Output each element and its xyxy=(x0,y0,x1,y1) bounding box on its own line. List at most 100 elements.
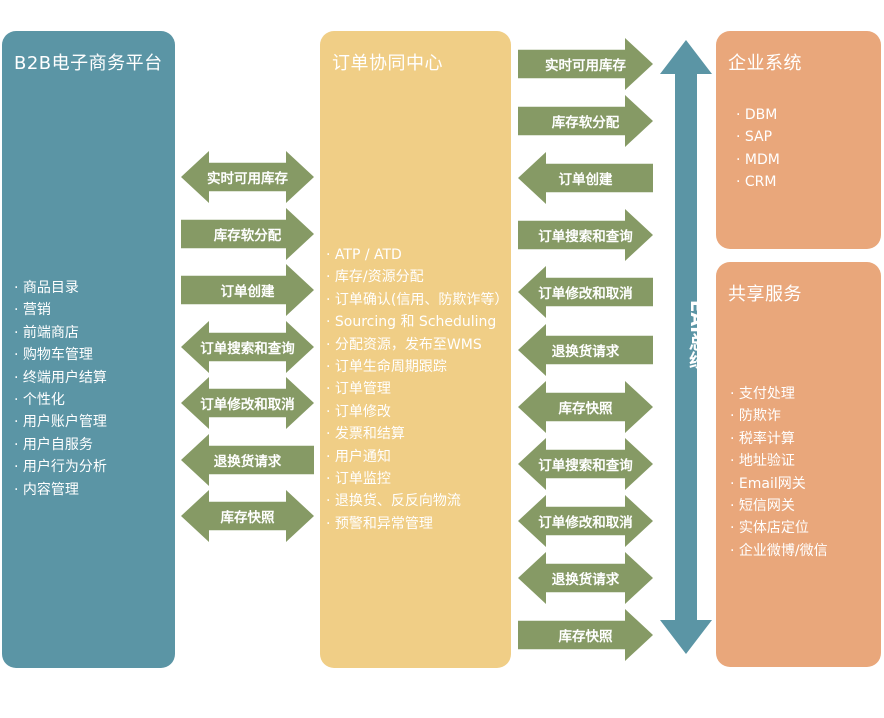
order-center-panel: 订单协同中心 ATP / ATD库存/资源分配订单确认(信用、防欺诈等）Sour… xyxy=(320,31,511,668)
order-function-item: 订单修改 xyxy=(326,401,508,423)
platform-feature-item: 商品目录 xyxy=(14,277,107,299)
order-function-item: 库存/资源分配 xyxy=(326,266,508,288)
arrow-label: 库存软分配 xyxy=(213,227,282,244)
enterprise-systems-list: DBMSAPMDMCRM xyxy=(736,104,780,194)
order-function-item: 预警和异常管理 xyxy=(326,513,508,535)
flow-arrow-both: 退换货请求 xyxy=(518,551,653,604)
order-function-item: 订单监控 xyxy=(326,468,508,490)
platform-feature-item: 前端商店 xyxy=(14,322,107,344)
b2b-platform-list: 商品目录营销前端商店购物车管理终端用户结算个性化用户账户管理用户自服务用户行为分… xyxy=(14,277,107,501)
flow-arrow-right: 库存软分配 xyxy=(518,95,653,148)
arrow-label: 退换货请求 xyxy=(213,453,282,470)
arrow-shape xyxy=(518,323,653,376)
order-function-item: 发票和结算 xyxy=(326,423,508,445)
enterprise-system-item: DBM xyxy=(736,104,780,126)
platform-feature-item: 内容管理 xyxy=(14,479,107,501)
enterprise-system-item: CRM xyxy=(736,171,780,193)
platform-feature-item: 个性化 xyxy=(14,389,107,411)
shared-services-title: 共享服务 xyxy=(728,284,802,305)
flow-arrow-right: 实时可用库存 xyxy=(518,38,653,90)
enterprise-system-item: MDM xyxy=(736,149,780,171)
arrow-shape xyxy=(518,38,653,90)
order-center-title: 订单协同中心 xyxy=(332,53,443,74)
arrow-shape xyxy=(518,437,653,490)
flow-arrow-right: 库存软分配 xyxy=(181,207,314,260)
arrow-label: 订单创建 xyxy=(558,172,613,189)
order-function-item: 用户通知 xyxy=(326,446,508,468)
arrow-shape xyxy=(181,377,314,429)
flow-arrow-right: 库存快照 xyxy=(518,609,653,661)
order-function-item: 订单管理 xyxy=(326,378,508,400)
arrow-label: 库存快照 xyxy=(558,400,613,417)
shared-service-item: 税率计算 xyxy=(730,428,828,450)
arrow-label: 订单搜索和查询 xyxy=(538,457,633,474)
arrow-shape xyxy=(518,380,653,433)
arrow-shape xyxy=(518,152,653,205)
arrow-shape xyxy=(518,551,653,604)
flow-arrow-left: 订单修改和取消 xyxy=(518,266,653,319)
flow-arrow-both: 订单搜索和查询 xyxy=(518,437,653,490)
order-function-item: 订单生命周期跟踪 xyxy=(326,356,508,378)
arrow-shape xyxy=(181,320,314,373)
order-function-item: ATP / ATD xyxy=(326,244,508,266)
arrow-label: 订单创建 xyxy=(220,284,275,300)
arrow-shape xyxy=(181,151,314,203)
arrow-shape xyxy=(518,209,653,262)
flow-arrow-both: 库存快照 xyxy=(181,490,314,542)
arrow-label: 订单搜索和查询 xyxy=(538,229,633,246)
b2b-platform-panel: B2B电子商务平台 商品目录营销前端商店购物车管理终端用户结算个性化用户账户管理… xyxy=(2,31,175,668)
order-function-item: 订单确认(信用、防欺诈等） xyxy=(326,289,508,311)
shared-service-item: 短信网关 xyxy=(730,495,828,517)
shared-service-item: Email网关 xyxy=(730,473,828,495)
arrow-shape xyxy=(518,609,653,661)
order-center-list: ATP / ATD库存/资源分配订单确认(信用、防欺诈等）Sourcing 和 … xyxy=(326,244,508,535)
arrow-shape xyxy=(181,207,314,260)
arrow-label: 订单修改和取消 xyxy=(538,286,633,303)
eai-bus-label: EAI总线 xyxy=(686,300,707,369)
flow-arrow-both: 订单搜索和查询 xyxy=(181,320,314,373)
flow-arrow-both: 实时可用库存 xyxy=(181,151,314,203)
arrow-label: 订单搜索和查询 xyxy=(200,340,295,357)
arrow-label: 订单修改和取消 xyxy=(538,514,633,531)
eai-bus-arrow xyxy=(660,40,712,654)
arrow-label: 库存软分配 xyxy=(551,115,620,132)
arrow-label: 退换货请求 xyxy=(551,571,620,588)
flow-arrow-right: 订单搜索和查询 xyxy=(518,209,653,262)
shared-service-item: 防欺诈 xyxy=(730,405,828,427)
order-function-item: 分配资源，发布至WMS xyxy=(326,334,508,356)
flow-arrow-right: 订单创建 xyxy=(181,264,314,316)
flow-arrow-both: 订单修改和取消 xyxy=(518,494,653,547)
platform-feature-item: 用户账户管理 xyxy=(14,411,107,433)
shared-service-item: 实体店定位 xyxy=(730,517,828,539)
arrow-shape xyxy=(518,494,653,547)
order-function-item: 退换货、反反向物流 xyxy=(326,490,508,512)
arrow-shape xyxy=(181,433,314,486)
b2b-platform-title: B2B电子商务平台 xyxy=(14,53,163,74)
flow-arrow-left: 退换货请求 xyxy=(518,323,653,376)
enterprise-systems-panel: 企业系统 DBMSAPMDMCRM xyxy=(716,31,881,249)
arrow-shape xyxy=(518,266,653,319)
platform-feature-item: 用户自服务 xyxy=(14,434,107,456)
shared-service-item: 地址验证 xyxy=(730,450,828,472)
arrow-label: 实时可用库存 xyxy=(207,171,288,187)
flow-arrow-both: 库存快照 xyxy=(518,380,653,433)
flow-arrow-left: 退换货请求 xyxy=(181,433,314,486)
flow-arrow-left: 订单创建 xyxy=(518,152,653,205)
enterprise-system-item: SAP xyxy=(736,126,780,148)
arrow-label: 订单修改和取消 xyxy=(200,397,295,413)
shared-services-panel: 共享服务 支付处理防欺诈税率计算地址验证Email网关短信网关实体店定位企业微博… xyxy=(716,262,881,667)
shared-service-item: 企业微博/微信 xyxy=(730,540,828,562)
shared-service-item: 支付处理 xyxy=(730,383,828,405)
enterprise-systems-title: 企业系统 xyxy=(728,53,802,74)
arrow-shape xyxy=(518,95,653,148)
arrow-shape xyxy=(181,490,314,542)
platform-feature-item: 营销 xyxy=(14,299,107,321)
flow-arrow-both: 订单修改和取消 xyxy=(181,377,314,429)
order-function-item: Sourcing 和 Scheduling xyxy=(326,311,508,333)
arrow-label: 实时可用库存 xyxy=(545,58,626,74)
platform-feature-item: 终端用户结算 xyxy=(14,367,107,389)
arrow-label: 库存快照 xyxy=(220,510,275,526)
shared-services-list: 支付处理防欺诈税率计算地址验证Email网关短信网关实体店定位企业微博/微信 xyxy=(730,383,828,562)
arrow-label: 退换货请求 xyxy=(551,343,620,360)
arrow-shape xyxy=(181,264,314,316)
